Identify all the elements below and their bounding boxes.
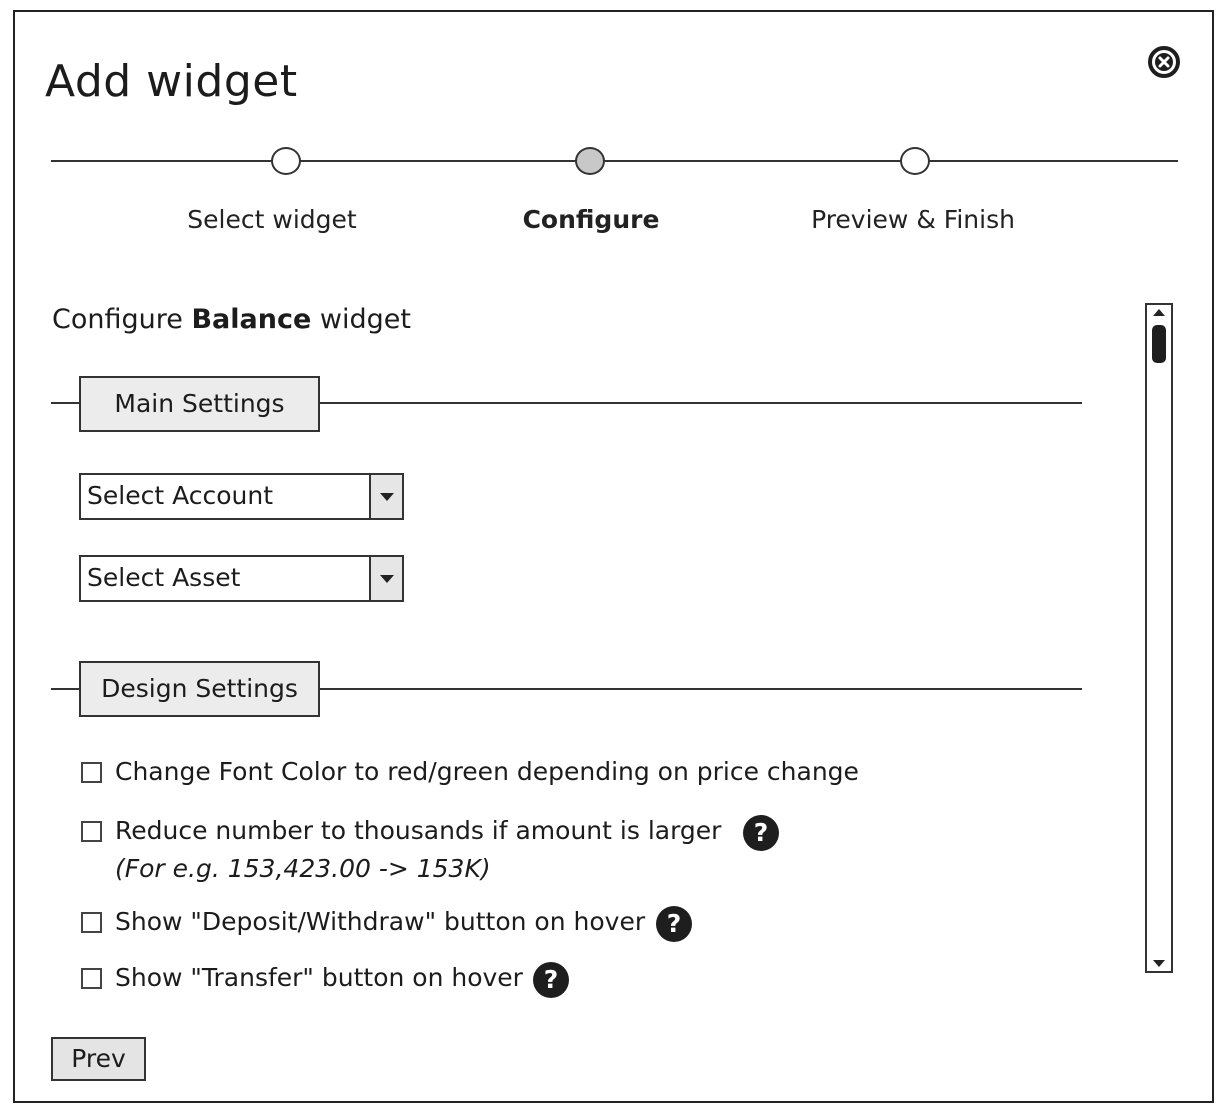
configure-heading: Configure Balance widget xyxy=(52,302,411,338)
chevron-down-icon[interactable] xyxy=(369,557,402,600)
add-widget-dialog: Add widget Select widget Configure Previ… xyxy=(13,10,1214,1103)
configure-heading-prefix: Configure xyxy=(52,304,183,335)
step-label-configure[interactable]: Configure xyxy=(522,205,660,234)
configure-heading-suffix: widget xyxy=(319,304,411,335)
transfer-label: Show "Transfer" button on hover xyxy=(115,963,523,992)
help-icon[interactable]: ? xyxy=(743,815,779,851)
deposit-withdraw-checkbox[interactable] xyxy=(81,912,102,933)
font-color-label: Change Font Color to red/green depending… xyxy=(115,757,859,786)
stepper-track xyxy=(51,160,1178,162)
select-asset-value: Select Asset xyxy=(87,563,241,592)
chevron-down-icon[interactable] xyxy=(369,475,402,518)
step-label-preview-finish[interactable]: Preview & Finish xyxy=(811,205,1015,234)
design-settings-tab[interactable]: Design Settings xyxy=(79,661,320,717)
scroll-up-arrow-icon[interactable] xyxy=(1147,307,1171,319)
reduce-thousands-label: Reduce number to thousands if amount is … xyxy=(115,816,722,845)
transfer-checkbox[interactable] xyxy=(81,968,102,989)
main-settings-divider xyxy=(51,402,1082,404)
select-asset-dropdown[interactable]: Select Asset xyxy=(79,555,404,602)
prev-button[interactable]: Prev xyxy=(51,1037,146,1081)
scroll-down-arrow-icon[interactable] xyxy=(1147,957,1171,969)
step-indicator-select-widget[interactable] xyxy=(271,147,301,175)
vertical-scrollbar[interactable] xyxy=(1145,303,1173,973)
reduce-thousands-note: (For e.g. 153,423.00 -> 153K) xyxy=(115,854,491,883)
close-icon[interactable] xyxy=(1147,45,1181,79)
step-indicator-configure[interactable] xyxy=(575,147,605,175)
design-settings-divider xyxy=(51,688,1082,690)
step-label-select-widget[interactable]: Select widget xyxy=(187,205,357,234)
select-account-dropdown[interactable]: Select Account xyxy=(79,473,404,520)
font-color-checkbox[interactable] xyxy=(81,762,102,783)
main-settings-tab[interactable]: Main Settings xyxy=(79,376,320,432)
widget-name: Balance xyxy=(191,304,312,335)
select-account-value: Select Account xyxy=(87,481,274,510)
step-indicator-preview-finish[interactable] xyxy=(900,147,930,175)
deposit-withdraw-label: Show "Deposit/Withdraw" button on hover xyxy=(115,907,646,936)
dialog-title: Add widget xyxy=(45,56,298,107)
help-icon[interactable]: ? xyxy=(656,906,692,942)
reduce-thousands-checkbox[interactable] xyxy=(81,821,102,842)
scrollbar-thumb[interactable] xyxy=(1152,325,1166,363)
help-icon[interactable]: ? xyxy=(533,962,569,998)
